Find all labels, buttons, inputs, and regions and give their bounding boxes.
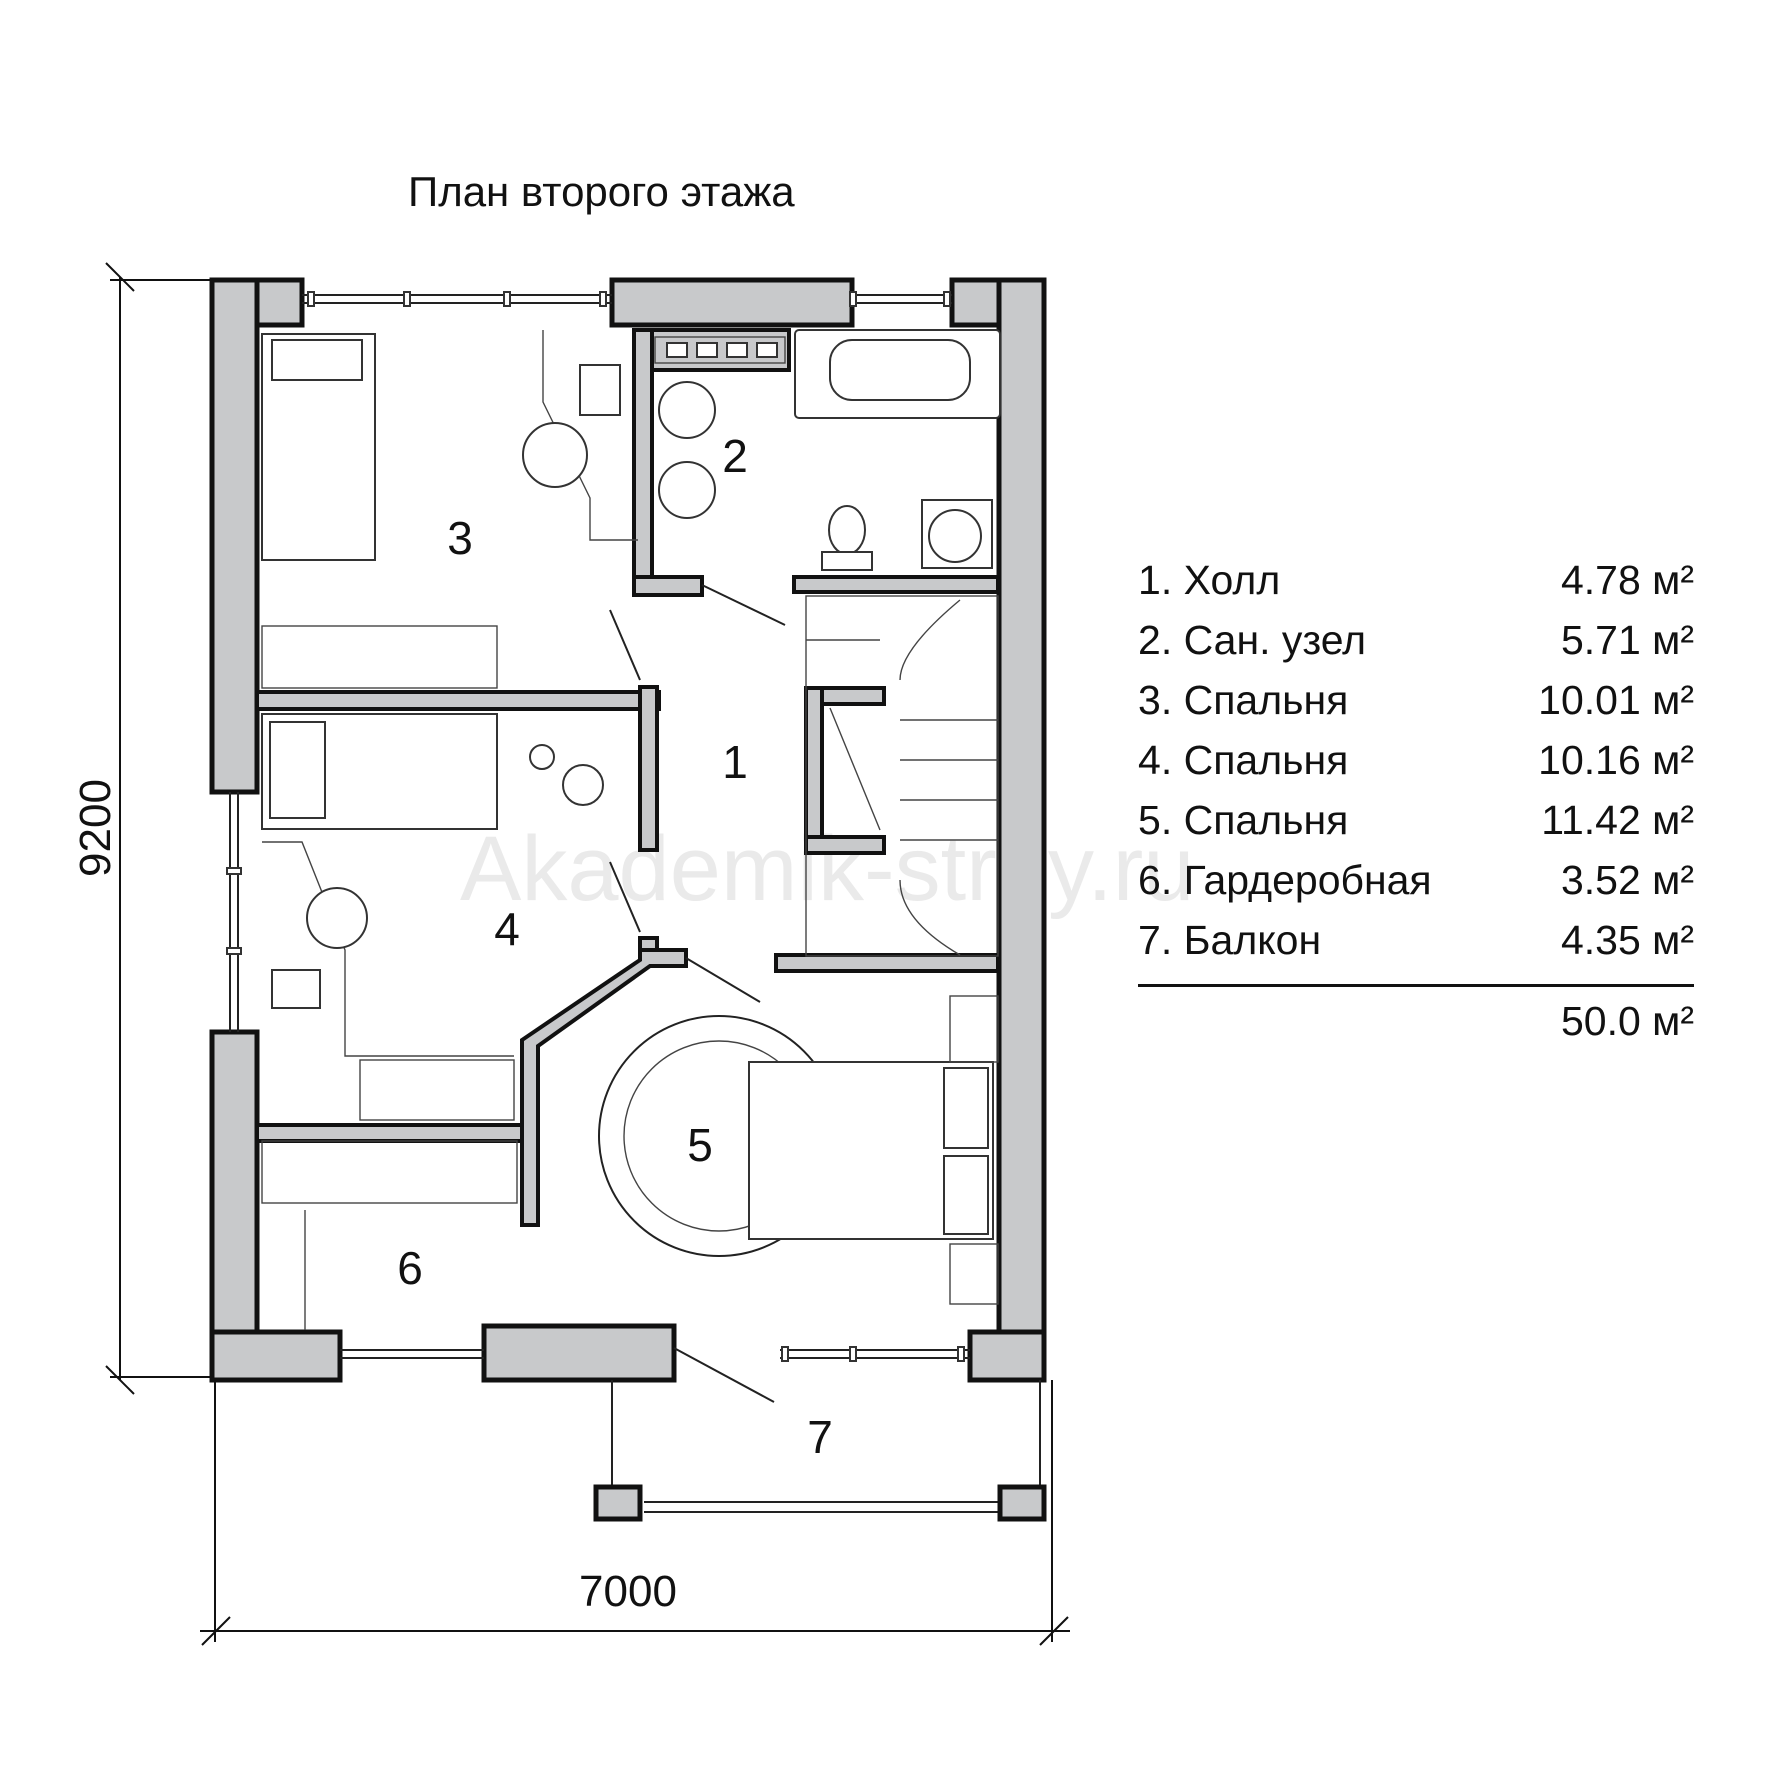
legend-room-name: Балкон <box>1183 917 1322 963</box>
bedroom-4-furniture <box>261 713 604 1121</box>
legend-room-area: 10.16 м² <box>1538 737 1694 783</box>
legend-room-number: 6 <box>1138 857 1161 903</box>
legend-row: 1. Холл 4.78 м² <box>1138 550 1694 610</box>
legend-room-name: Спальня <box>1183 797 1349 843</box>
bedroom-3-furniture <box>261 330 638 689</box>
plan-title: План второго этажа <box>408 168 795 215</box>
legend-room-area: 4.78 м² <box>1560 557 1694 603</box>
legend-row: 5. Спальня 11.42 м² <box>1138 790 1694 850</box>
legend-room-number: 2 <box>1138 617 1161 663</box>
room-number-2: 2 <box>722 430 748 482</box>
legend-row: 4. Спальня 10.16 м² <box>1138 730 1694 790</box>
outer-walls <box>209 277 1047 1383</box>
legend-room-name: Спальня <box>1183 737 1349 783</box>
room-number-4: 4 <box>494 903 520 955</box>
balcony <box>593 1380 1047 1522</box>
room-number-1: 1 <box>722 736 748 788</box>
legend-room-area: 4.35 м² <box>1560 917 1694 963</box>
legend-room-number: 1 <box>1138 557 1161 603</box>
legend-row: 2. Сан. узел 5.71 м² <box>1138 610 1694 670</box>
room-number-5: 5 <box>687 1119 713 1171</box>
legend-room-area: 10.01 м² <box>1538 677 1694 723</box>
room-number-7: 7 <box>807 1411 833 1463</box>
wardrobe-6-furniture <box>261 1140 518 1330</box>
legend-divider <box>1138 984 1694 987</box>
room-number-3: 3 <box>447 512 473 564</box>
windows <box>226 291 970 1362</box>
legend-room-area: 3.52 м² <box>1560 857 1694 903</box>
legend-room-area: 5.71 м² <box>1560 617 1694 663</box>
legend-room-name: Спальня <box>1183 677 1349 723</box>
bedroom-5-furniture <box>598 995 999 1305</box>
legend-room-name: Сан. узел <box>1183 617 1367 663</box>
legend-room-number: 3 <box>1138 677 1161 723</box>
watermark: Akademik-stroy.ru <box>460 818 1194 920</box>
legend-total-area: 50.0 м² <box>1560 998 1694 1044</box>
bathroom-fixtures <box>654 329 1001 571</box>
legend-row: 3. Спальня 10.01 м² <box>1138 670 1694 730</box>
legend-room-area: 11.42 м² <box>1541 797 1694 843</box>
legend-room-number: 7 <box>1138 917 1161 963</box>
legend-room-name: Гардеробная <box>1183 857 1432 903</box>
door-swings <box>609 584 786 1403</box>
legend-room-number: 5 <box>1138 797 1161 843</box>
dimension-width-label: 7000 <box>579 1567 677 1616</box>
dimension-height-label: 9200 <box>71 779 120 877</box>
dimension-height <box>105 262 212 1395</box>
staircase <box>805 595 999 957</box>
legend-room-number: 4 <box>1138 737 1161 783</box>
room-number-6: 6 <box>397 1242 423 1294</box>
dimension-width <box>200 1380 1070 1646</box>
legend-row: 6. Гардеробная 3.52 м² <box>1138 850 1694 910</box>
legend-room-name: Холл <box>1183 557 1281 603</box>
legend-row: 7. Балкон 4.35 м² <box>1138 910 1694 970</box>
area-legend: 1. Холл 4.78 м² 2. Сан. узел 5.71 м² 3. … <box>1138 550 1694 1051</box>
